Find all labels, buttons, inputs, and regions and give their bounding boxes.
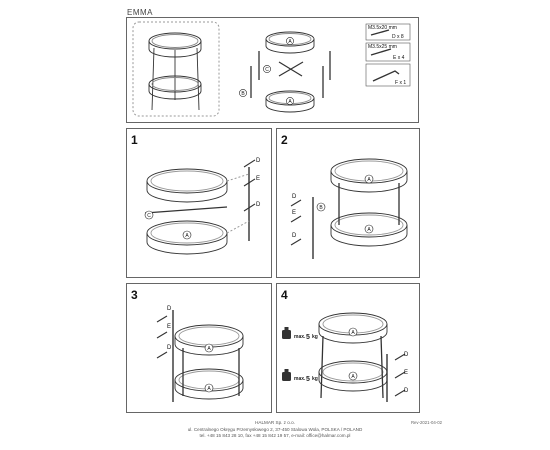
step-4-label-e: E bbox=[404, 370, 408, 376]
step-1-label-a: A bbox=[182, 230, 192, 240]
part-c-cross-frame bbox=[278, 61, 304, 77]
assembled-table-preview bbox=[148, 32, 202, 111]
product-title: EMMA bbox=[127, 8, 153, 17]
step-2-panel: 2 D E D A B A bbox=[276, 128, 420, 278]
part-label-a-top: A bbox=[286, 37, 294, 45]
step-3-label-a-top-text: A bbox=[207, 346, 211, 352]
footer-contact: tel. +48 15 843 28 10, fax +48 15 842 19… bbox=[199, 433, 351, 439]
step-1-label-d-top: D bbox=[256, 158, 261, 164]
step-3-panel: 3 D E D A A bbox=[126, 283, 272, 413]
hardware-d-count: D x 8 bbox=[392, 34, 404, 40]
step-4-label-d-bottom: D bbox=[404, 388, 409, 394]
step-1-label-a-text: A bbox=[185, 233, 189, 239]
hardware-e-count: E x 4 bbox=[393, 55, 405, 61]
step-2-label-b-text: B bbox=[319, 205, 323, 211]
part-a-top-tray bbox=[265, 31, 315, 54]
part-label-a-bottom: A bbox=[286, 97, 294, 105]
revision-code: Rev-2021-04-02 bbox=[410, 420, 442, 425]
weight-limit-top-value: 5 bbox=[306, 334, 310, 341]
screw-e-icon bbox=[370, 48, 392, 56]
hardware-e-spec: M3.5x25 mm bbox=[368, 44, 397, 50]
hardware-f-count: F x 1 bbox=[395, 80, 406, 86]
weight-limit-bottom-value: 5 bbox=[306, 376, 310, 383]
step-4-drawing: D E D A A max. 5 kg max. 5 kg bbox=[282, 312, 409, 402]
footer-address: ul. Centralnego Okręgu Przemysłowego 2, … bbox=[187, 426, 363, 432]
step-2-label-d-top: D bbox=[292, 194, 297, 200]
step-1-label-d-bottom: D bbox=[256, 202, 261, 208]
step-1-label-c: C bbox=[144, 210, 154, 220]
weight-icon-top bbox=[282, 327, 291, 339]
step-4-label-a-top-text: A bbox=[351, 330, 355, 336]
step-4-label-a-top: A bbox=[348, 327, 358, 337]
part-label-a-bottom-text: A bbox=[288, 99, 292, 105]
step-3-label-a-top: A bbox=[204, 343, 214, 353]
step-1-label-e: E bbox=[256, 176, 260, 182]
parts-panel: A A B C M3.5x20 mm D x 8 M3.5x25 mm E x … bbox=[126, 17, 419, 123]
step-1-panel: 1 D E D C A bbox=[126, 128, 272, 278]
part-label-b: B bbox=[239, 89, 247, 97]
step-4-panel: 4 D E D A A max. bbox=[276, 283, 420, 413]
hardware-list bbox=[365, 23, 411, 87]
step-3-label-e: E bbox=[167, 324, 171, 330]
step-2-number: 2 bbox=[281, 133, 288, 147]
step-4-label-a-bottom-text: A bbox=[351, 374, 355, 380]
step-2-label-a-top: A bbox=[364, 174, 374, 184]
step-1-label-c-text: C bbox=[147, 213, 151, 219]
step-1-number: 1 bbox=[131, 133, 138, 147]
weight-icon-bottom bbox=[282, 369, 291, 381]
weight-limit-bottom-prefix: max. bbox=[294, 376, 306, 382]
step-3-label-a-bottom-text: A bbox=[207, 386, 211, 392]
hardware-d-spec: M3.5x20 mm bbox=[368, 25, 397, 31]
step-4-label-d-top: D bbox=[404, 352, 409, 358]
step-3-drawing: D E D A A bbox=[156, 306, 244, 402]
step-3-number: 3 bbox=[131, 288, 138, 302]
step-3-label-d-bottom: D bbox=[167, 345, 172, 351]
step-2-label-d-bottom: D bbox=[292, 233, 297, 239]
part-label-a-top-text: A bbox=[288, 39, 292, 45]
part-label-c-text: C bbox=[265, 67, 269, 73]
step-2-label-b: B bbox=[316, 202, 326, 212]
screw-d-icon bbox=[370, 29, 390, 36]
step-2-label-a-top-text: A bbox=[367, 177, 371, 183]
step-4-label-a-bottom: A bbox=[348, 371, 358, 381]
step-2-label-e: E bbox=[292, 210, 296, 216]
weight-limit-top-unit: kg bbox=[312, 334, 318, 340]
step-3-label-a-bottom: A bbox=[204, 383, 214, 393]
weight-limit-top-prefix: max. bbox=[294, 334, 306, 340]
step-1-drawing: D E D C A bbox=[144, 158, 261, 255]
part-b-legs bbox=[250, 51, 331, 98]
hex-key-f-icon bbox=[372, 70, 400, 82]
parts-drawing: A A B C M3.5x20 mm D x 8 M3.5x25 mm E x … bbox=[132, 21, 411, 117]
footer-company: HALMAR Sp. z o.o. bbox=[255, 420, 295, 425]
weight-limit-bottom-unit: kg bbox=[312, 376, 318, 382]
step-2-label-a-bottom-text: A bbox=[367, 227, 371, 233]
step-3-label-d-top: D bbox=[167, 306, 172, 312]
part-label-c: C bbox=[263, 65, 271, 73]
footer: HALMAR Sp. z o.o. ul. Centralnego Okręgu… bbox=[0, 420, 550, 440]
step-2-drawing: D E D A B A bbox=[290, 158, 408, 259]
step-2-label-a-bottom: A bbox=[364, 224, 374, 234]
part-label-b-text: B bbox=[241, 91, 245, 97]
step-4-number: 4 bbox=[281, 288, 288, 302]
